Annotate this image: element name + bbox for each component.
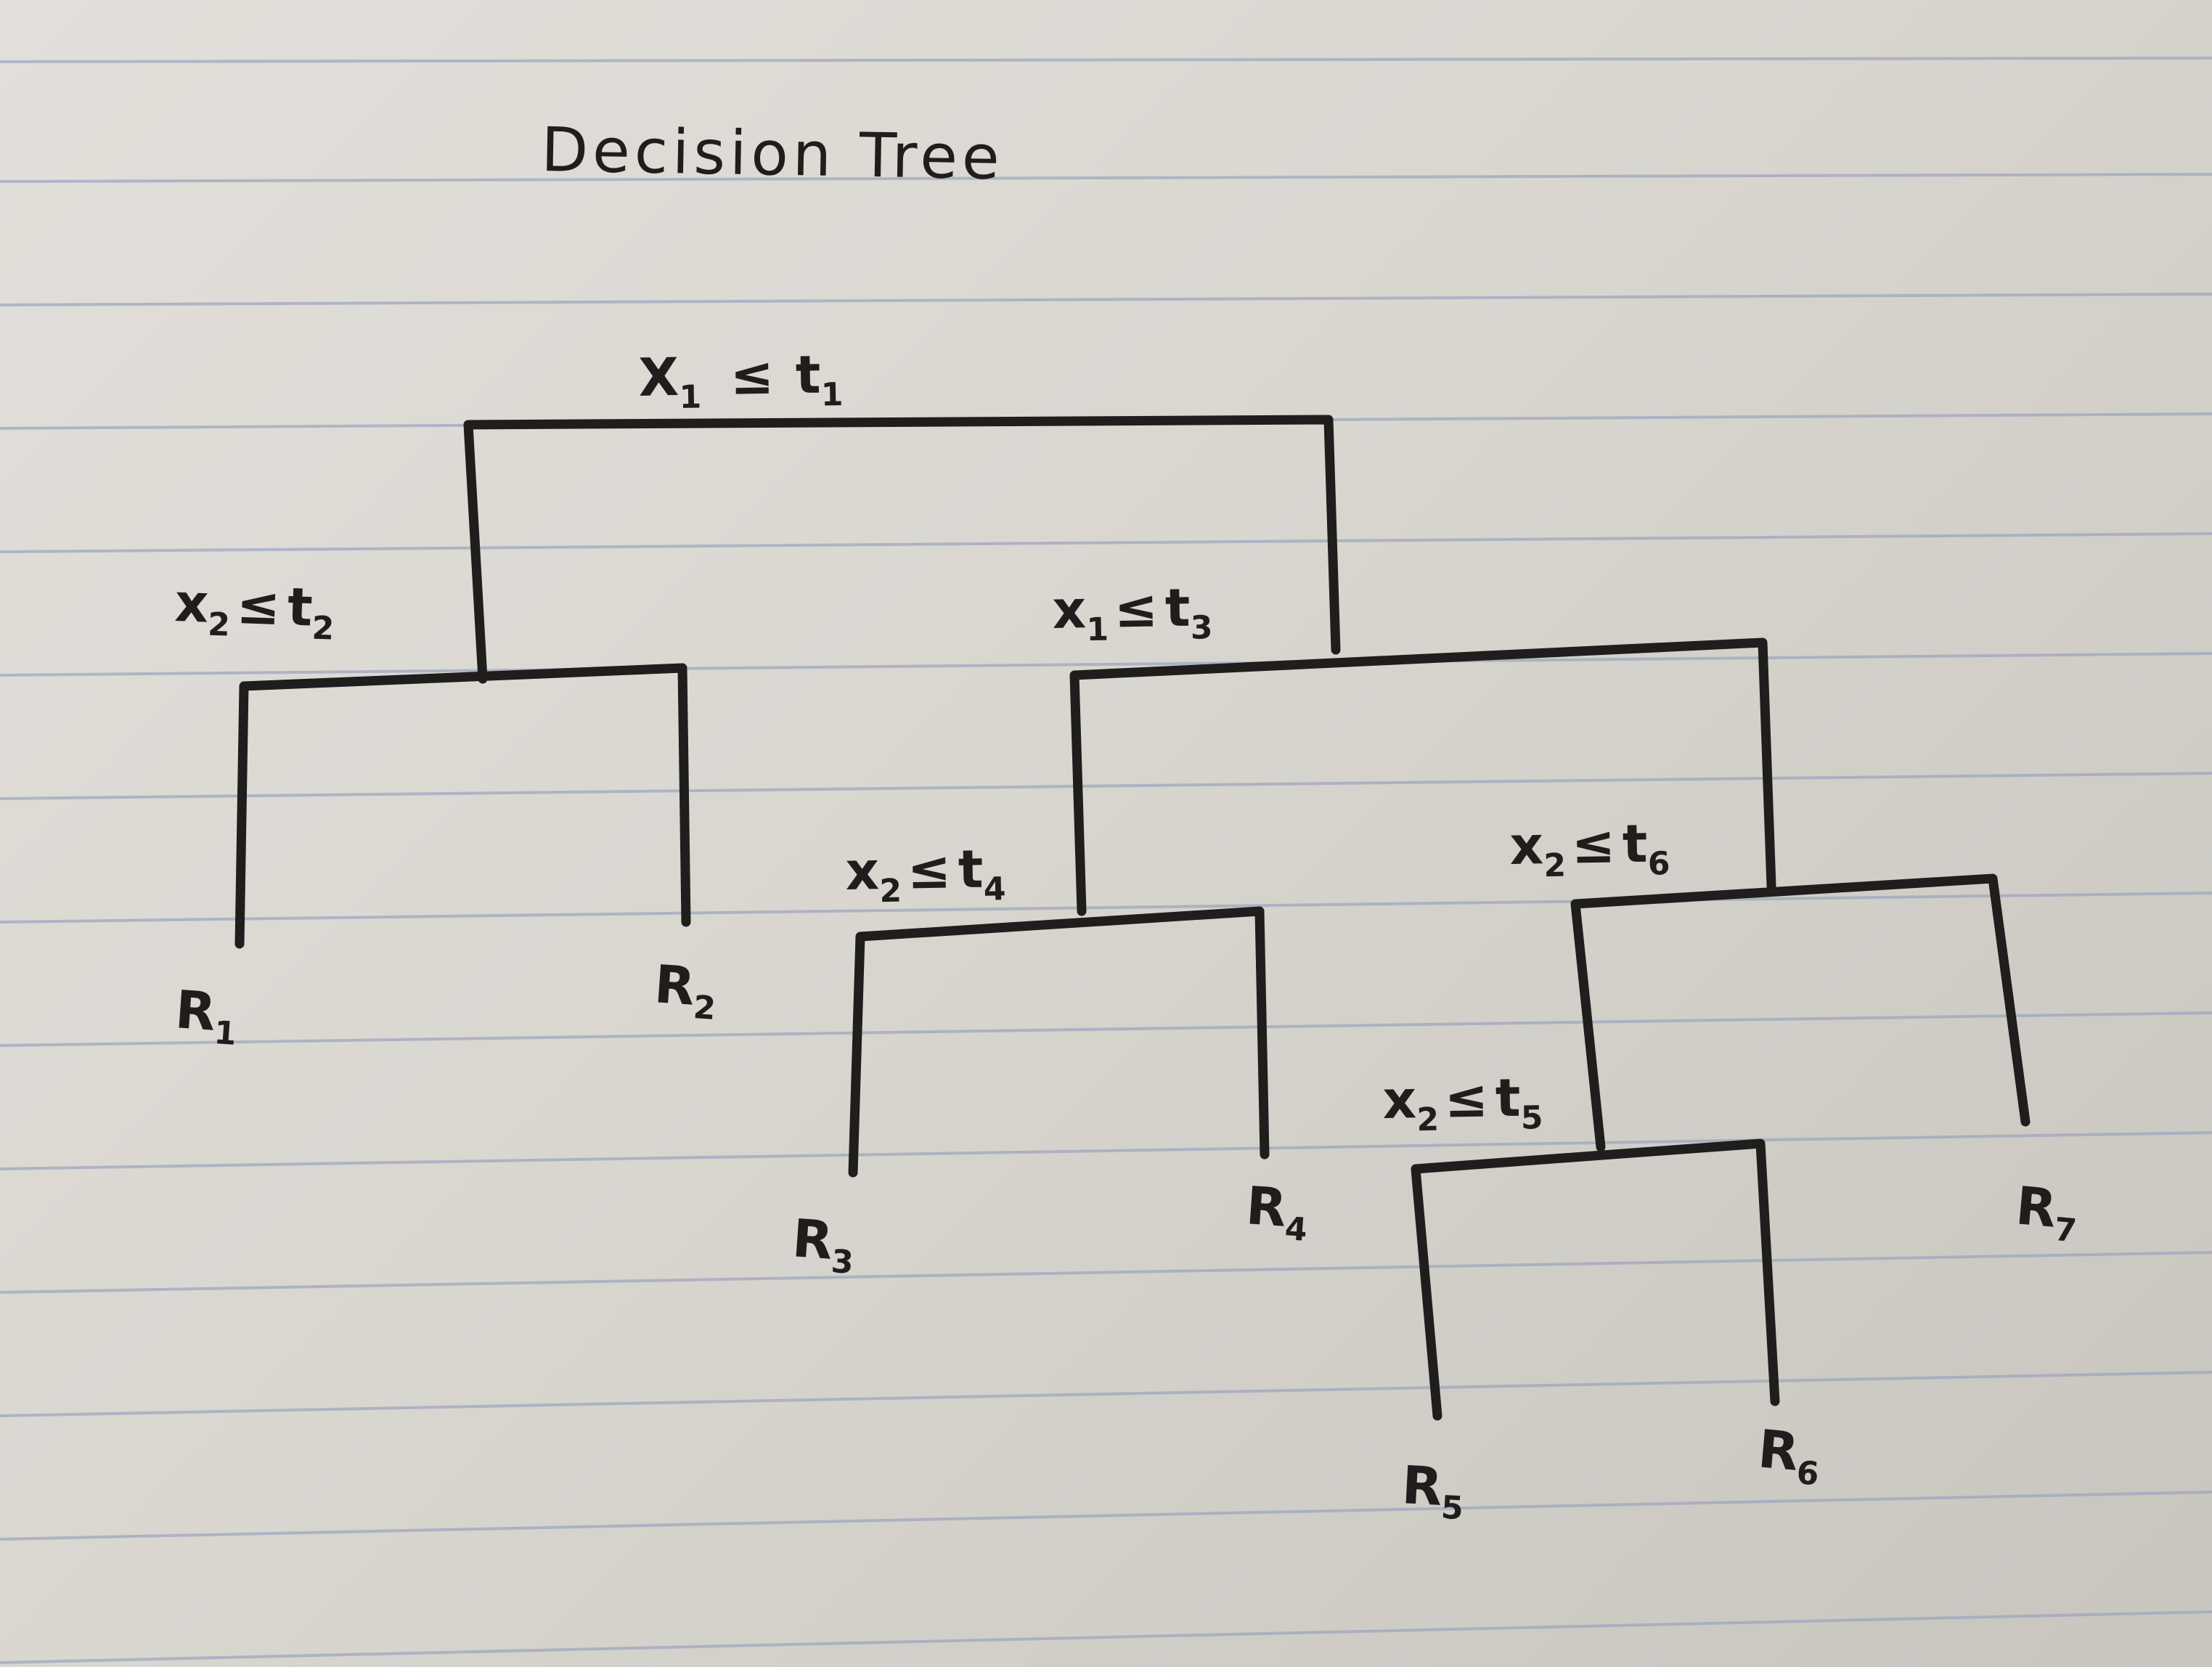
leaf-r1-sub: 1 bbox=[213, 1014, 237, 1053]
n6-thr-sub: 6 bbox=[1647, 845, 1670, 883]
edge-n6-split bbox=[1570, 873, 2031, 1152]
leaf-r7: R7 bbox=[2012, 1175, 2081, 1250]
root-thr: t bbox=[795, 344, 821, 406]
n6-thr: t bbox=[1622, 813, 1648, 875]
edge-right-split bbox=[1069, 637, 1776, 916]
n5-var-sub: 2 bbox=[1416, 1101, 1440, 1139]
right-thr-sub: 3 bbox=[1190, 609, 1213, 647]
edge-n5-split bbox=[1411, 1138, 1780, 1421]
leaf-r5-sub: 5 bbox=[1440, 1489, 1464, 1528]
leaf-r3-sub: 3 bbox=[830, 1243, 854, 1281]
ruled-lines bbox=[0, 57, 2212, 1664]
leaf-r2-main: R bbox=[653, 953, 697, 1017]
left-op: ≤ bbox=[235, 574, 281, 637]
right-split-label: x1≤t3 bbox=[1052, 576, 1213, 649]
n4-split-label: x2≤t4 bbox=[845, 838, 1006, 910]
n5-thr-sub: 5 bbox=[1520, 1099, 1543, 1137]
leaf-r6-main: R bbox=[1756, 1418, 1802, 1483]
leaf-r7-sub: 7 bbox=[2053, 1211, 2078, 1250]
left-var: x bbox=[174, 572, 209, 635]
root-split-label: X1≤t1 bbox=[638, 343, 844, 417]
leaf-r2-sub: 2 bbox=[692, 989, 717, 1027]
leaf-r4-main: R bbox=[1244, 1175, 1289, 1239]
leaf-r2: R2 bbox=[652, 953, 719, 1027]
n5-var: x bbox=[1382, 1069, 1417, 1130]
leaf-r6: R6 bbox=[1755, 1418, 1823, 1493]
n5-split-label: x2≤t5 bbox=[1382, 1067, 1543, 1139]
n6-var: x bbox=[1509, 815, 1544, 876]
leaf-r7-main: R bbox=[2014, 1175, 2060, 1239]
leaf-r5: R5 bbox=[1400, 1454, 1466, 1527]
right-thr: t bbox=[1164, 577, 1191, 639]
n5-op: ≤ bbox=[1444, 1067, 1489, 1129]
tree-edges bbox=[234, 415, 2031, 1421]
n4-thr-sub: 4 bbox=[983, 871, 1006, 908]
leaf-r1-main: R bbox=[174, 979, 218, 1043]
root-op: ≤ bbox=[730, 345, 775, 407]
root-thr-sub: 1 bbox=[820, 376, 844, 414]
leaf-r3-main: R bbox=[791, 1207, 835, 1271]
leaf-r6-sub: 6 bbox=[1795, 1454, 1821, 1493]
leaf-r4-sub: 4 bbox=[1283, 1210, 1308, 1249]
n6-op: ≤ bbox=[1571, 813, 1616, 875]
n4-thr: t bbox=[958, 839, 984, 900]
edge-n4-split bbox=[848, 906, 1270, 1178]
root-var-sub: 1 bbox=[679, 379, 702, 417]
edge-root-split bbox=[463, 415, 1341, 684]
left-thr: t bbox=[287, 576, 314, 637]
left-thr-sub: 2 bbox=[311, 610, 335, 648]
n6-var-sub: 2 bbox=[1543, 847, 1567, 885]
root-var: X bbox=[638, 346, 679, 408]
n5-thr: t bbox=[1495, 1067, 1521, 1129]
right-var-sub: 1 bbox=[1086, 611, 1109, 649]
n4-var-sub: 2 bbox=[879, 873, 902, 910]
leaf-r1: R1 bbox=[173, 979, 240, 1053]
leaf-r4: R4 bbox=[1244, 1175, 1311, 1249]
right-var: x bbox=[1052, 579, 1087, 640]
n6-split-label: x2≤t6 bbox=[1509, 812, 1670, 885]
n4-op: ≤ bbox=[907, 839, 952, 900]
leaf-r5-main: R bbox=[1400, 1454, 1444, 1517]
diagram-title: Decision Tree bbox=[541, 114, 1005, 193]
n4-var: x bbox=[845, 840, 880, 902]
right-op: ≤ bbox=[1114, 577, 1159, 639]
leaf-r3: R3 bbox=[790, 1207, 857, 1281]
edge-left-split bbox=[234, 663, 691, 949]
left-var-sub: 2 bbox=[207, 606, 230, 644]
left-split-label: x2≤t2 bbox=[174, 572, 336, 648]
